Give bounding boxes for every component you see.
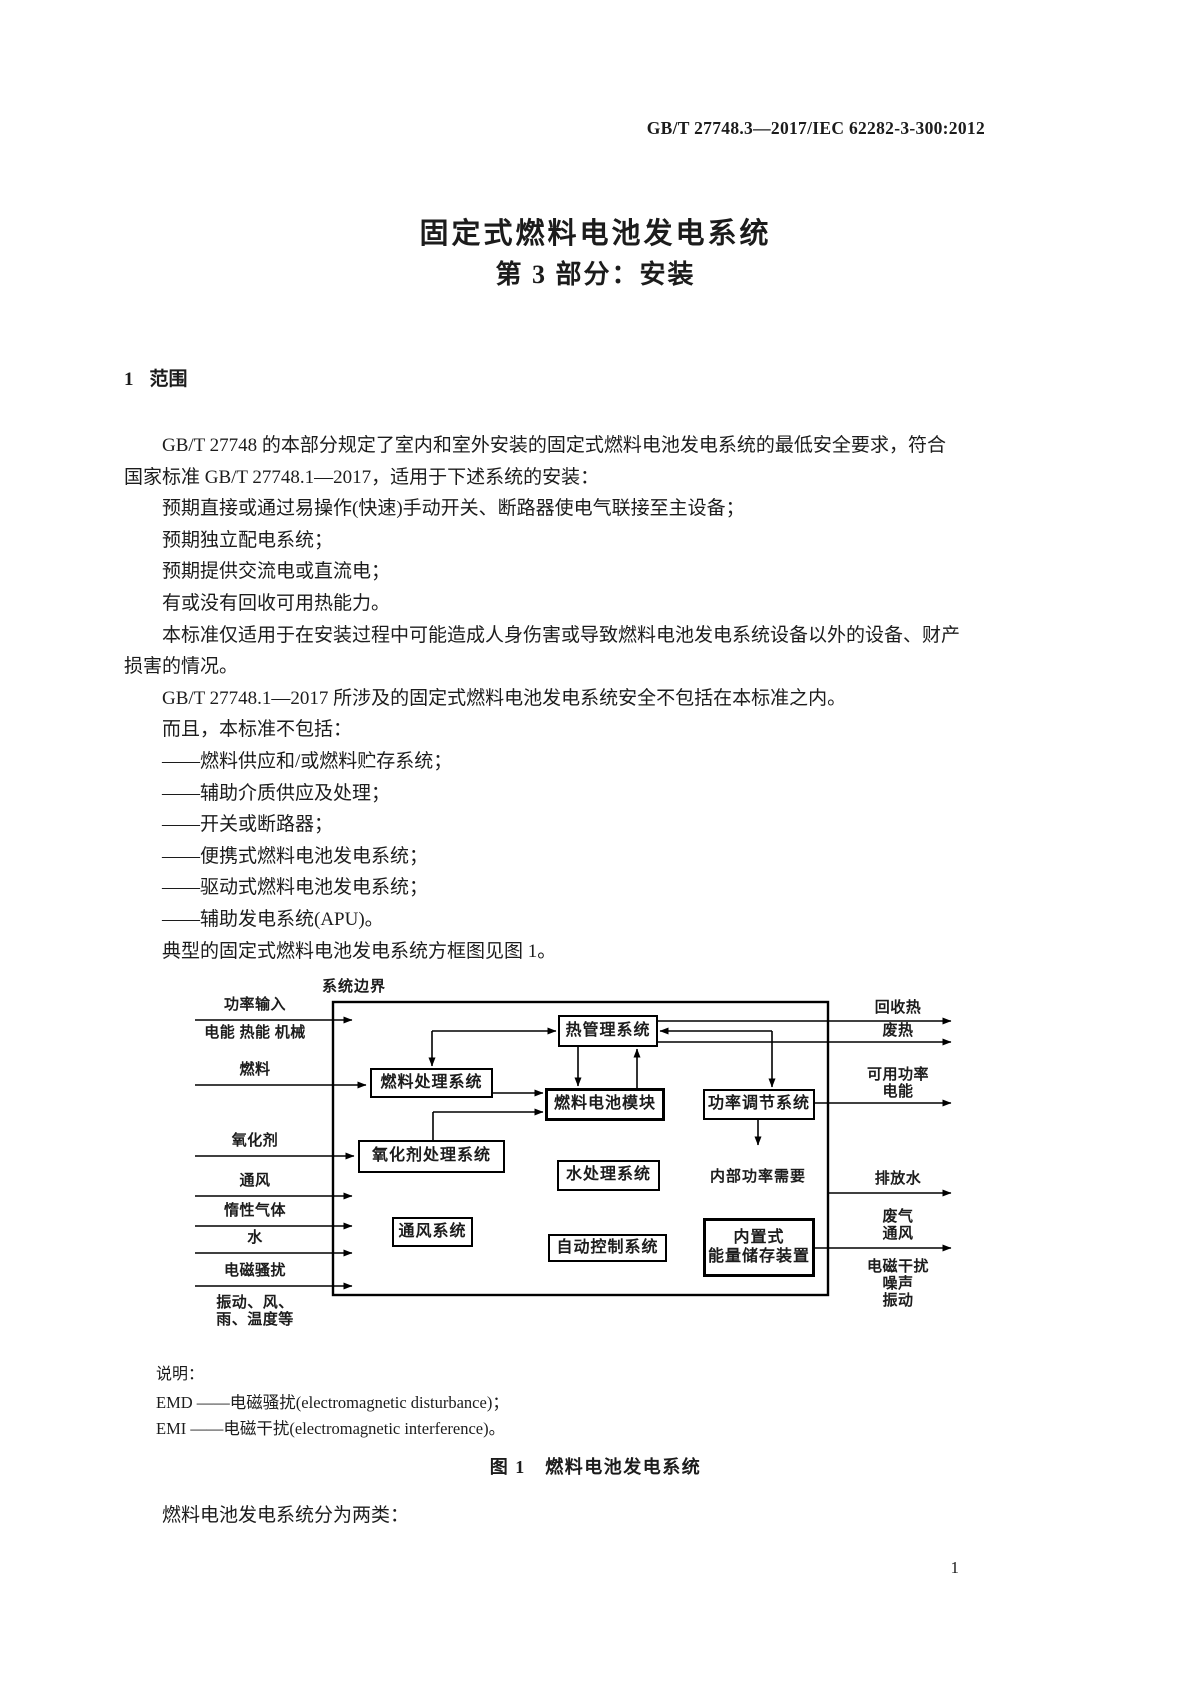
emi-line2: 噪声 (882, 1276, 914, 1292)
input-label-water: 水 (247, 1230, 263, 1246)
body-dash-item: ——开关或断路器； (162, 814, 334, 836)
input-label-power-sub: 电能 热能 机械 (204, 1025, 306, 1041)
box-thermal-management: 热管理系统 (558, 1015, 658, 1047)
body-line: GB/T 27748 的本部分规定了室内和室外安装的固定式燃料电池发电系统的最低… (162, 435, 946, 456)
after-figure-line: 燃料电池发电系统分为两类： (162, 1505, 410, 1526)
standard-code-header: GB/T 27748.3—2017/IEC 62282-3-300:2012 (646, 118, 985, 138)
input-label-inert-gas: 惰性气体 (223, 1203, 286, 1219)
system-boundary-label: 系统边界 (322, 979, 387, 995)
emi-line3: 振动 (882, 1293, 914, 1309)
exhaust-line1: 废气 (882, 1209, 914, 1225)
energy-storage-line2: 能量储存装置 (707, 1247, 810, 1265)
page-number: 1 (950, 1558, 960, 1577)
system-boundary-rect (331, 1000, 830, 1297)
figure-connectors (195, 1000, 952, 1297)
box-energy-storage: 内置式 能量储存装置 (703, 1218, 815, 1277)
body-line: 预期独立配电系统； (162, 529, 334, 551)
input-label-fuel: 燃料 (239, 1062, 271, 1078)
exhaust-line2: 通风 (882, 1226, 914, 1242)
output-label-emi-noise-vibration: 电磁干扰 噪声 振动 (838, 1259, 958, 1310)
section-number: 1 (124, 369, 134, 390)
box-ventilation-system: 通风系统 (392, 1217, 473, 1247)
energy-storage-line1: 内置式 (733, 1229, 785, 1247)
output-label-exhaust: 废气 通风 (838, 1209, 958, 1243)
body-line: GB/T 27748.1—2017 所涉及的固定式燃料电池发电系统安全不包括在本… (162, 687, 847, 709)
box-oxidant-processing: 氧化剂处理系统 (358, 1140, 505, 1173)
body-line: 本标准仅适用于在安装过程中可能造成人身伤害或导致燃料电池发电系统设备以外的设备、… (162, 624, 961, 646)
input-label-power: 功率输入 (223, 997, 286, 1013)
body-line: 国家标准 GB/T 27748.1—2017，适用于下述系统的安装： (124, 466, 600, 488)
usable-power-line2: 电能 (882, 1084, 914, 1100)
box-fuel-cell-module: 燃料电池模块 (545, 1088, 665, 1121)
output-label-waste-heat: 废热 (882, 1023, 914, 1039)
body-line: 预期提供交流电或直流电； (162, 561, 391, 583)
input-label-emd: 电磁骚扰 (223, 1263, 286, 1279)
document-title-line1: 固定式燃料电池发电系统 (419, 218, 772, 250)
section-heading: 1 范围 (124, 364, 188, 391)
env-line1: 振动、风、 (216, 1295, 294, 1311)
document-title-line2: 第 3 部分：安装 (495, 260, 696, 289)
body-line: 而且，本标准不包括： (162, 719, 353, 741)
box-fuel-processing: 燃料处理系统 (370, 1068, 493, 1098)
output-label-usable-power: 可用功率 电能 (838, 1067, 958, 1101)
env-line2: 雨、温度等 (216, 1312, 294, 1328)
body-line: 有或没有回收可用热能力。 (162, 592, 391, 614)
section-title: 范围 (149, 369, 188, 390)
usable-power-line1: 可用功率 (866, 1067, 929, 1083)
body-text: GB/T 27748 的本部分规定了室内和室外安装的固定式燃料电池发电系统的最低… (124, 430, 996, 967)
input-label-oxidant: 氧化剂 (231, 1133, 279, 1149)
emi-line1: 电磁干扰 (866, 1259, 929, 1275)
figure-1-block-diagram: 系统边界 热管理系统 燃料处理系统 燃料电池模块 功率调节系统 氧化剂处理系统 … (150, 975, 1010, 1340)
legend-item-emd: EMD ——电磁骚扰(electromagnetic disturbance)； (156, 1393, 509, 1412)
legend-title: 说明： (156, 1366, 205, 1383)
body-dash-item: ——燃料供应和/或燃料贮存系统； (162, 750, 453, 772)
box-water-treatment: 水处理系统 (557, 1160, 660, 1191)
box-automatic-control: 自动控制系统 (548, 1234, 667, 1262)
internal-power-label: 内部功率需要 (709, 1169, 806, 1185)
body-dash-item: ——便携式燃料电池发电系统； (162, 845, 429, 867)
body-dash-item: ——辅助发电系统(APU)。 (162, 908, 384, 930)
figure-caption: 图 1 燃料电池发电系统 (489, 1457, 702, 1477)
body-dash-item: ——驱动式燃料电池发电系统； (162, 877, 429, 899)
body-line: 损害的情况。 (124, 656, 239, 678)
input-label-vent: 通风 (239, 1173, 271, 1189)
body-line: 预期直接或通过易操作(快速)手动开关、断路器使电气联接至主设备； (162, 498, 745, 520)
output-label-recovered-heat: 回收热 (874, 1000, 922, 1016)
input-label-environment: 振动、风、 雨、温度等 (185, 1295, 325, 1329)
body-dash-item: ——辅助介质供应及处理； (162, 782, 391, 804)
box-power-conditioning: 功率调节系统 (703, 1089, 815, 1120)
legend-item-emi: EMI ——电磁干扰(electromagnetic interference)… (156, 1419, 506, 1438)
output-label-discharge-water: 排放水 (874, 1171, 922, 1187)
body-line: 典型的固定式燃料电池发电系统方框图见图 1。 (162, 940, 557, 962)
